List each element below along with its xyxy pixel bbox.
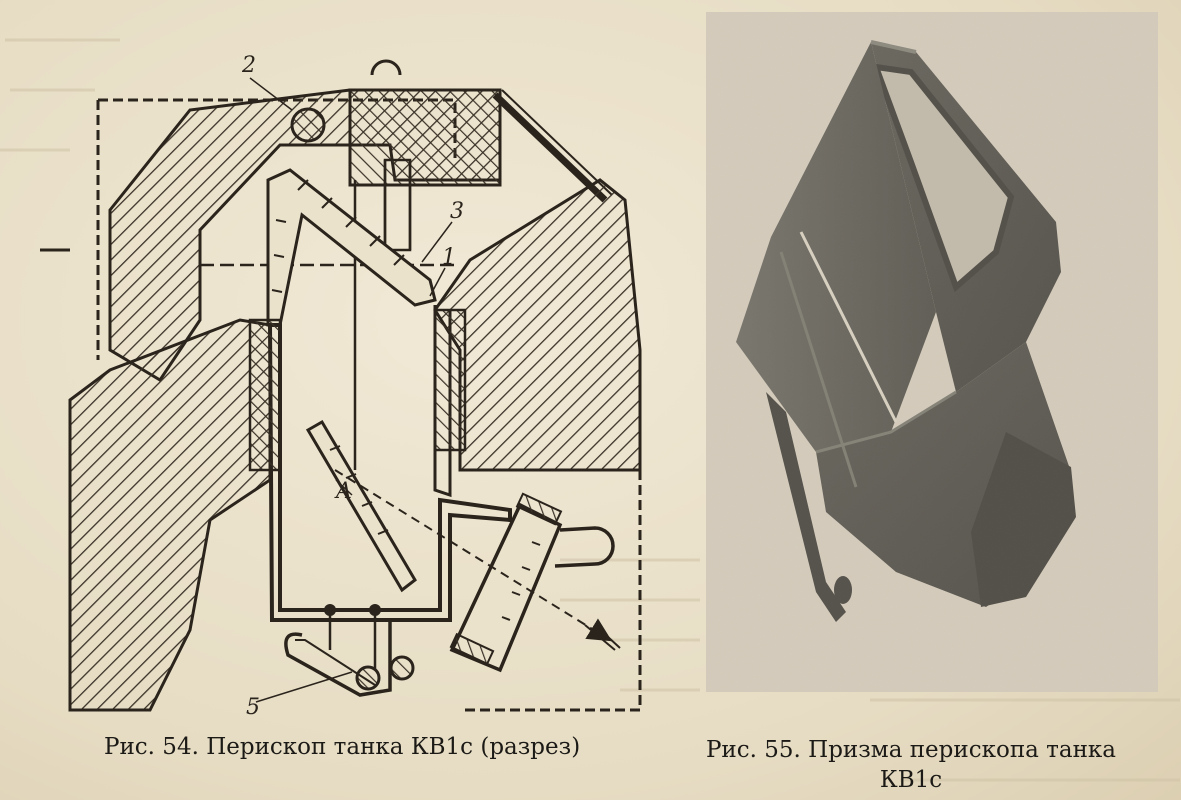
handle-loop bbox=[554, 526, 615, 568]
prism-illustration bbox=[706, 12, 1158, 692]
hull-left bbox=[68, 318, 272, 712]
body-flange-right bbox=[433, 308, 467, 452]
roller-right bbox=[389, 655, 415, 681]
label-part-3: 3 bbox=[450, 199, 464, 224]
label-part-5: 5 bbox=[246, 695, 260, 720]
leader-lines bbox=[249, 77, 453, 703]
cap-block bbox=[348, 88, 502, 187]
figure-55-caption-line2: КВ1с bbox=[879, 767, 943, 793]
body-flange-left bbox=[248, 318, 282, 472]
periscope-section-drawing: 2 3 1 5 A bbox=[40, 53, 642, 720]
label-part-2: 2 bbox=[241, 53, 256, 78]
inner-mirror bbox=[305, 419, 417, 593]
pivot-bolt bbox=[290, 107, 326, 143]
cover-strip bbox=[492, 92, 608, 203]
sight-line bbox=[334, 469, 613, 642]
eye-symbol bbox=[584, 624, 621, 651]
label-point-a: A bbox=[334, 479, 352, 504]
figure-55-caption-line1: Рис. 55. Призма перископа танка bbox=[705, 737, 1117, 763]
label-part-1: 1 bbox=[442, 245, 456, 270]
figure-54-caption: Рис. 54. Перископ танка КВ1с (разрез) bbox=[104, 734, 581, 760]
figure-55-caption: Рис. 55. Призма перископа танка КВ1с bbox=[672, 735, 1150, 795]
roller-left bbox=[355, 665, 381, 691]
hinge-eye bbox=[370, 59, 402, 76]
lower-lever bbox=[284, 620, 392, 697]
prism-photo bbox=[706, 12, 1158, 692]
